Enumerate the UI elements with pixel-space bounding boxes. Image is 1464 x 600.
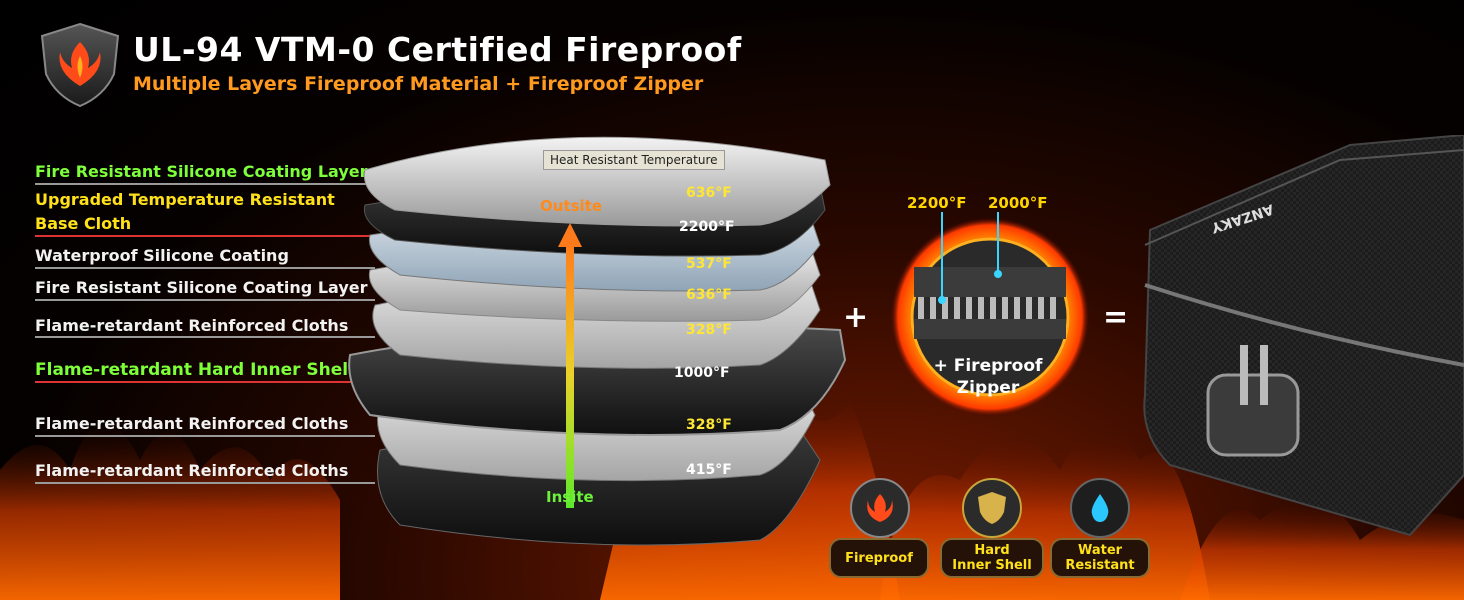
page-title: UL-94 VTM-0 Certified Fireproof bbox=[133, 30, 742, 69]
fireproof-zipper-illustration bbox=[890, 212, 1090, 417]
leader-line bbox=[35, 299, 375, 301]
leader-line bbox=[35, 381, 355, 383]
leader-line bbox=[35, 183, 370, 185]
phoenix-shield-logo-icon bbox=[40, 22, 120, 108]
layer-temp-3: 537°F bbox=[686, 256, 732, 272]
leader-line bbox=[35, 435, 375, 437]
badge-hard-inner-shell: Hard Inner Shell bbox=[940, 538, 1044, 578]
page-subtitle: Multiple Layers Fireproof Material + Fir… bbox=[133, 73, 704, 95]
zipper-temp-right: 2000°F bbox=[988, 194, 1048, 212]
layer-label-2: Upgraded Temperature Resistant bbox=[35, 190, 335, 209]
zipper-label: + Fireproof Zipper bbox=[918, 355, 1058, 399]
layer-label-5: Flame-retardant Reinforced Cloths bbox=[35, 316, 349, 335]
layer-temp-8: 415°F bbox=[686, 462, 732, 478]
layer-label-3: Waterproof Silicone Coating bbox=[35, 246, 289, 265]
layer-temp-5: 328°F bbox=[686, 322, 732, 338]
leader-line bbox=[35, 267, 375, 269]
layer-temp-4: 636°F bbox=[686, 287, 732, 303]
plus-sign: + bbox=[843, 300, 869, 335]
zipper-label-line1: + Fireproof bbox=[933, 356, 1043, 376]
zipper-temp-left: 2200°F bbox=[907, 194, 967, 212]
layer-label-8: Flame-retardant Reinforced Cloths bbox=[35, 461, 349, 480]
badge-label-line1: Hard bbox=[974, 543, 1010, 558]
equals-sign: = bbox=[1103, 300, 1129, 335]
water-drop-icon bbox=[1070, 478, 1130, 538]
badge-water-resistant: Water Resistant bbox=[1050, 538, 1150, 578]
layer-stack-diagram bbox=[348, 136, 847, 546]
layer-temp-2: 2200°F bbox=[679, 219, 735, 235]
badge-label-line2: Resistant bbox=[1065, 558, 1135, 573]
leader-line bbox=[35, 336, 375, 338]
arrow-bottom-label: Insite bbox=[546, 488, 594, 506]
layer-label-1: Fire Resistant Silicone Coating Layer bbox=[35, 162, 368, 181]
badge-label-line1: Water bbox=[1077, 543, 1123, 558]
leader-line bbox=[35, 235, 380, 237]
badge-fireproof: Fireproof bbox=[829, 538, 929, 578]
layer-label-6: Flame-retardant Hard Inner Shell bbox=[35, 360, 354, 380]
fireproof-document-bag bbox=[1143, 135, 1464, 537]
layer-label-7: Flame-retardant Reinforced Cloths bbox=[35, 414, 349, 433]
zipper-label-line2: Zipper bbox=[956, 378, 1020, 398]
phoenix-icon bbox=[850, 478, 910, 538]
layer-temp-1: 636°F bbox=[686, 185, 732, 201]
leader-line bbox=[35, 482, 375, 484]
heat-resistant-label: Heat Resistant Temperature bbox=[543, 150, 725, 170]
layer-label-2b: Base Cloth bbox=[35, 214, 132, 233]
layer-label-4: Fire Resistant Silicone Coating Layer bbox=[35, 278, 368, 297]
layer-temp-6: 1000°F bbox=[674, 365, 730, 381]
shield-icon bbox=[962, 478, 1022, 538]
layer-temp-7: 328°F bbox=[686, 417, 732, 433]
arrow-top-label: Outsite bbox=[540, 197, 603, 215]
badge-label-line2: Inner Shell bbox=[952, 558, 1032, 573]
